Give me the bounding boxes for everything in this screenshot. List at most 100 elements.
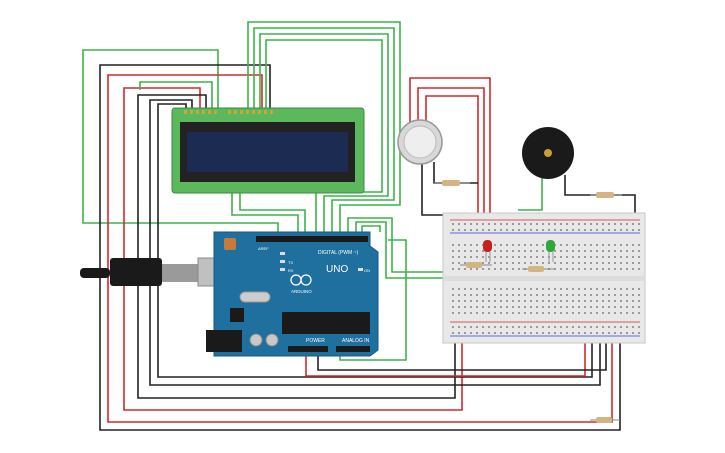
breadboard-hole [632,268,634,270]
breadboard[interactable] [442,212,646,344]
breadboard-hole [614,229,616,231]
breadboard-hole [614,312,616,314]
lcd-16x2[interactable] [171,107,365,194]
breadboard-hole [518,256,520,258]
breadboard-hole [596,294,598,296]
resistor[interactable] [590,192,622,198]
breadboard-hole [524,288,526,290]
breadboard-hole [614,288,616,290]
breadboard-hole [464,312,466,314]
capacitor [249,333,263,347]
arduino-logo [300,274,312,286]
breadboard-hole [482,250,484,252]
breadboard-hole [482,262,484,264]
green-led[interactable] [546,240,555,262]
breadboard-hole [470,332,472,334]
breadboard-hole [632,288,634,290]
breadboard-hole [626,326,628,328]
breadboard-hole [566,223,568,225]
breadboard-hole [500,229,502,231]
breadboard-hole [578,300,580,302]
breadboard-hole [542,262,544,264]
breadboard-hole [512,262,514,264]
breadboard-hole [464,244,466,246]
breadboard-hole [452,268,454,270]
breadboard-hole [614,250,616,252]
breadboard-hole [590,244,592,246]
breadboard-hole [488,223,490,225]
resistor[interactable] [460,262,492,268]
resistor[interactable] [590,417,620,423]
gas-sensor[interactable] [397,119,443,165]
breadboard-hole [584,262,586,264]
breadboard-hole [578,250,580,252]
breadboard-hole [482,332,484,334]
breadboard-hole [572,288,574,290]
breadboard-hole [476,229,478,231]
wire-red [107,74,613,423]
breadboard-hole [458,294,460,296]
breadboard-hole [524,326,526,328]
breadboard-hole [506,223,508,225]
piezo-buzzer[interactable] [522,127,574,179]
breadboard-hole [494,262,496,264]
breadboard-hole [620,262,622,264]
breadboard-hole [452,223,454,225]
breadboard-hole [506,288,508,290]
rx-label: RX [288,268,294,273]
breadboard-hole [464,294,466,296]
breadboard-hole [542,312,544,314]
breadboard-hole [494,294,496,296]
breadboard-hole [638,332,640,334]
breadboard-hole [602,294,604,296]
breadboard-hole [632,306,634,308]
breadboard-hole [476,223,478,225]
breadboard-hole [458,256,460,258]
breadboard-hole [638,312,640,314]
wire-green [259,33,389,236]
breadboard-hole [500,250,502,252]
breadboard-hole [602,229,604,231]
wire-green [518,175,543,211]
breadboard-hole [602,312,604,314]
breadboard-hole [518,250,520,252]
breadboard-hole [476,288,478,290]
wire-red [305,330,586,377]
breadboard-hole [452,288,454,290]
breadboard-hole [518,326,520,328]
breadboard-hole [500,306,502,308]
wire-green [265,39,383,236]
breadboard-hole [608,294,610,296]
breadboard-hole [542,300,544,302]
breadboard-hole [524,223,526,225]
wire-green [253,27,395,236]
breadboard-hole [560,312,562,314]
resistor[interactable] [434,180,470,186]
breadboard-hole [560,300,562,302]
arduino-uno[interactable]: AREF DIGITAL (PWM ~) TX RX ARDUINO UNO O… [206,231,379,357]
breadboard-hole [512,244,514,246]
breadboard-hole [566,268,568,270]
breadboard-hole [590,229,592,231]
breadboard-hole [560,250,562,252]
breadboard-hole [482,268,484,270]
breadboard-hole [452,262,454,264]
breadboard-hole [494,312,496,314]
red-led[interactable] [483,240,492,262]
breadboard-hole [500,262,502,264]
resistor[interactable] [522,266,554,272]
breadboard-hole [638,300,640,302]
breadboard-hole [566,229,568,231]
breadboard-hole [482,300,484,302]
breadboard-hole [470,288,472,290]
breadboard-hole [626,262,628,264]
breadboard-hole [584,250,586,252]
breadboard-hole [614,332,616,334]
breadboard-hole [476,300,478,302]
breadboard-hole [608,223,610,225]
breadboard-hole [458,332,460,334]
breadboard-hole [476,312,478,314]
reset-button[interactable] [224,238,236,250]
breadboard-hole [578,294,580,296]
breadboard-hole [464,262,466,264]
